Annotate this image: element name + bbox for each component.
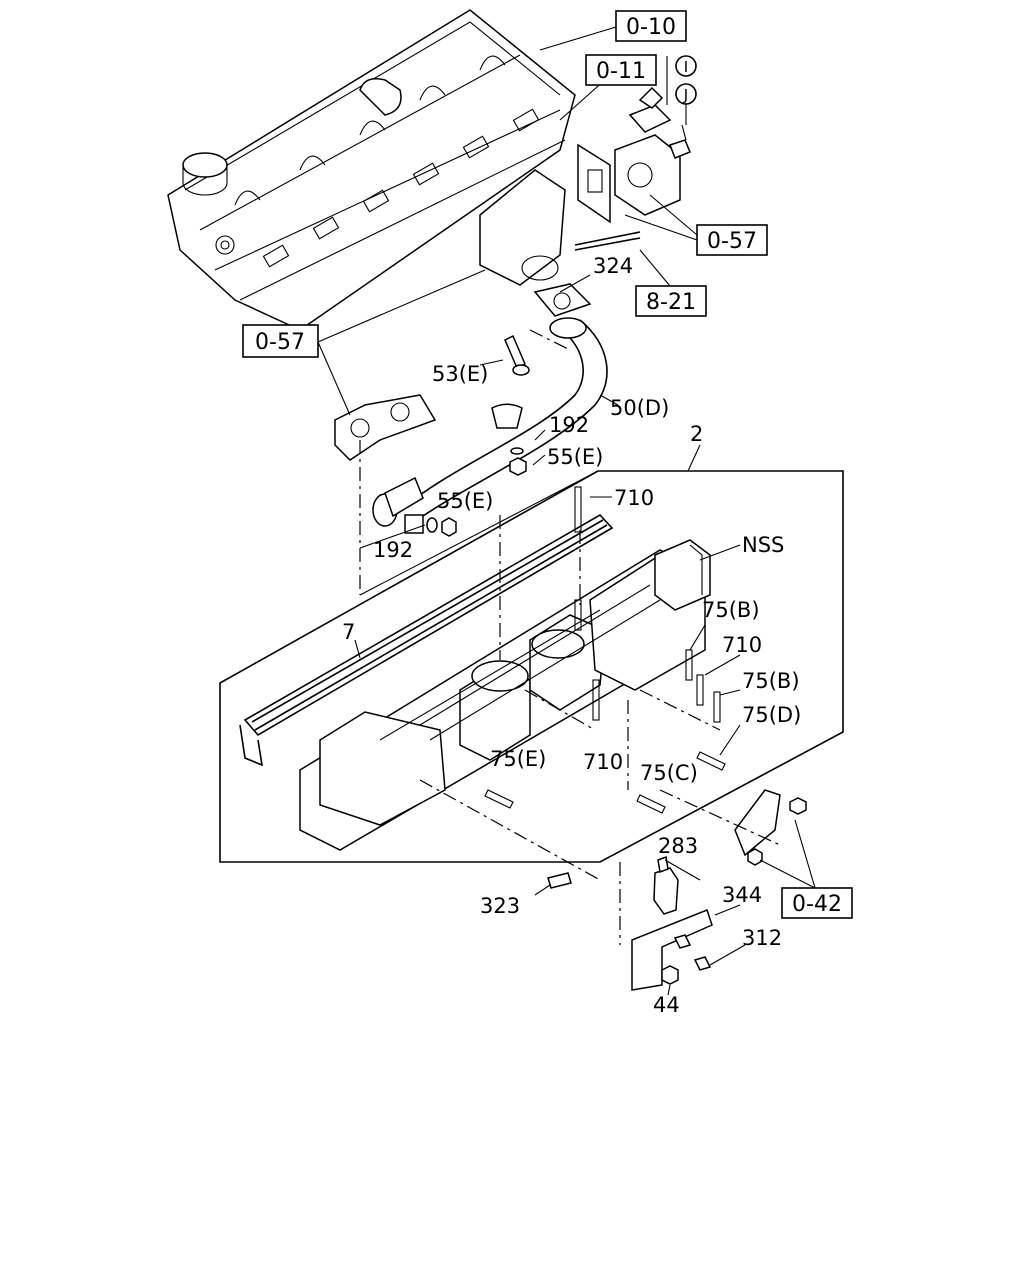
ref-0-11-label: 0-11	[596, 59, 646, 84]
callout-710-mid: 710	[722, 633, 762, 657]
exhaust-manifold-assembly	[219, 470, 844, 991]
callout-55e-left: 55(E)	[437, 489, 493, 513]
leader-lines	[317, 26, 816, 996]
callout-192-top: 192	[549, 413, 589, 437]
callout-53e: 53(E)	[432, 362, 488, 386]
ref-0-10-label: 0-10	[626, 15, 676, 40]
ref-0-57-left-label: 0-57	[255, 330, 305, 355]
callout-75b-top: 75(B)	[702, 598, 760, 622]
connector-i-label: I	[684, 58, 688, 76]
callout-710-low: 710	[583, 750, 623, 774]
callout-324: 324	[593, 254, 633, 278]
callout-2: 2	[690, 422, 703, 446]
ref-box-0-11: 0-11	[585, 54, 657, 86]
ref-box-8-21: 8-21	[635, 285, 707, 317]
connector-j-label: J	[683, 86, 688, 104]
ref-box-0-42: 0-42	[781, 887, 853, 919]
callout-283: 283	[658, 834, 698, 858]
callout-192-left: 192	[373, 538, 413, 562]
callout-75e: 75(E)	[490, 747, 546, 771]
ref-box-0-10: 0-10	[615, 10, 687, 42]
callout-nss: NSS	[742, 533, 784, 557]
callout-7: 7	[342, 620, 355, 644]
ref-8-21-label: 8-21	[646, 290, 696, 315]
connector-j: J	[675, 83, 697, 105]
cylinder-head-assembly	[167, 9, 576, 331]
egr-valve-assembly	[577, 86, 691, 224]
callout-323: 323	[480, 894, 520, 918]
ref-box-0-57-top: 0-57	[696, 224, 768, 256]
ref-0-57-top-label: 0-57	[707, 229, 757, 254]
callout-75c: 75(C)	[640, 761, 698, 785]
connector-i: I	[675, 55, 697, 77]
callout-312: 312	[742, 926, 782, 950]
callout-55e-top: 55(E)	[547, 445, 603, 469]
callout-50d: 50(D)	[610, 396, 669, 420]
ref-box-0-57-left: 0-57	[242, 324, 319, 358]
callout-75b-low: 75(B)	[742, 669, 800, 693]
ref-0-42-label: 0-42	[792, 892, 842, 917]
callout-75d: 75(D)	[742, 703, 801, 727]
callout-344: 344	[722, 883, 762, 907]
callout-710-top: 710	[614, 486, 654, 510]
callout-labels: 324 53(E) 50(D) 192 55(E) 2 55(E) 710 19…	[342, 254, 801, 1017]
callout-44: 44	[653, 993, 680, 1017]
